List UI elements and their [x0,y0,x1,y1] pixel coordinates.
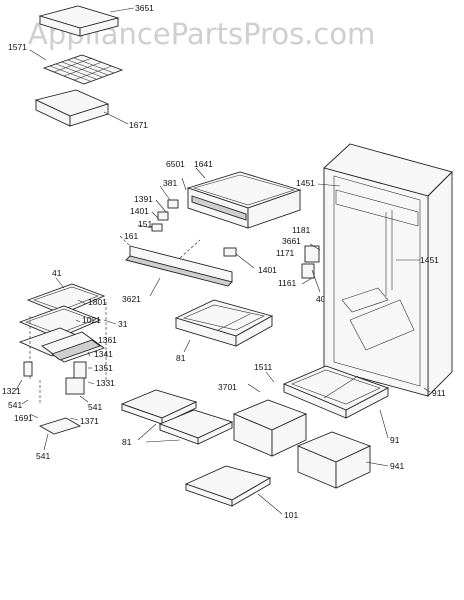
crisper-drawer-941 [296,431,389,489]
callout-541-c: 541 [36,451,50,461]
trim-strip-3621 [119,235,233,297]
callout-81-b: 81 [122,437,132,447]
callout-541-b: 541 [88,402,102,412]
callout-1361: 1361 [98,335,117,345]
callout-1391: 1391 [134,194,153,204]
wire-shelf-1571 [29,49,124,85]
callout-1351: 1351 [94,363,113,373]
callout-3651: 3651 [135,3,154,13]
callout-381: 381 [163,178,177,188]
bracket-1671 [34,89,129,127]
callout-1171: 1171 [276,248,295,258]
callout-541-a: 541 [8,400,22,410]
callout-3621: 3621 [122,294,141,304]
callout-1511: 1511 [254,362,273,372]
callout-941: 941 [390,461,404,471]
shelves-81-lower [120,389,234,445]
callout-151: 151 [138,219,152,229]
callout-1401-b: 1401 [258,265,277,275]
callout-1021: 1021 [82,315,101,325]
crisper-frame-91 [247,365,390,439]
callout-81-a: 81 [176,353,186,363]
callout-1161: 1161 [278,278,297,288]
callout-1801: 1801 [88,297,107,307]
callout-31: 31 [118,319,128,329]
shelf-101 [184,465,283,515]
callout-1691: 1691 [14,413,33,423]
callout-1331: 1331 [96,378,115,388]
callout-91: 91 [390,435,400,445]
callout-1451-a: 1451 [296,178,315,188]
light-components [137,185,179,232]
crisper-drawer-left [232,399,308,457]
callout-6501: 6501 [166,159,185,169]
callout-1571: 1571 [8,42,27,52]
control-housing-1641 [181,167,302,229]
shelf-81-upper [174,299,274,353]
ice-assembly [15,277,117,451]
callout-911: 911 [432,388,446,398]
callout-41: 41 [52,268,62,278]
callout-3661: 3661 [282,236,301,246]
crisper-cover-3651 [38,5,135,37]
callout-1181: 1181 [292,225,311,235]
callout-1401-a: 1401 [130,206,149,216]
callout-1641: 1641 [194,159,213,169]
callout-101: 101 [284,510,298,520]
callout-1371: 1371 [80,416,99,426]
callout-161: 161 [124,231,138,241]
callout-1671: 1671 [129,120,148,130]
callout-1321: 1321 [2,386,21,396]
damper-parts [223,243,321,293]
callout-1341: 1341 [94,349,113,359]
callout-1451-b: 1451 [420,255,439,265]
cabinet-911 [317,143,453,398]
callout-3701: 3701 [218,382,237,392]
